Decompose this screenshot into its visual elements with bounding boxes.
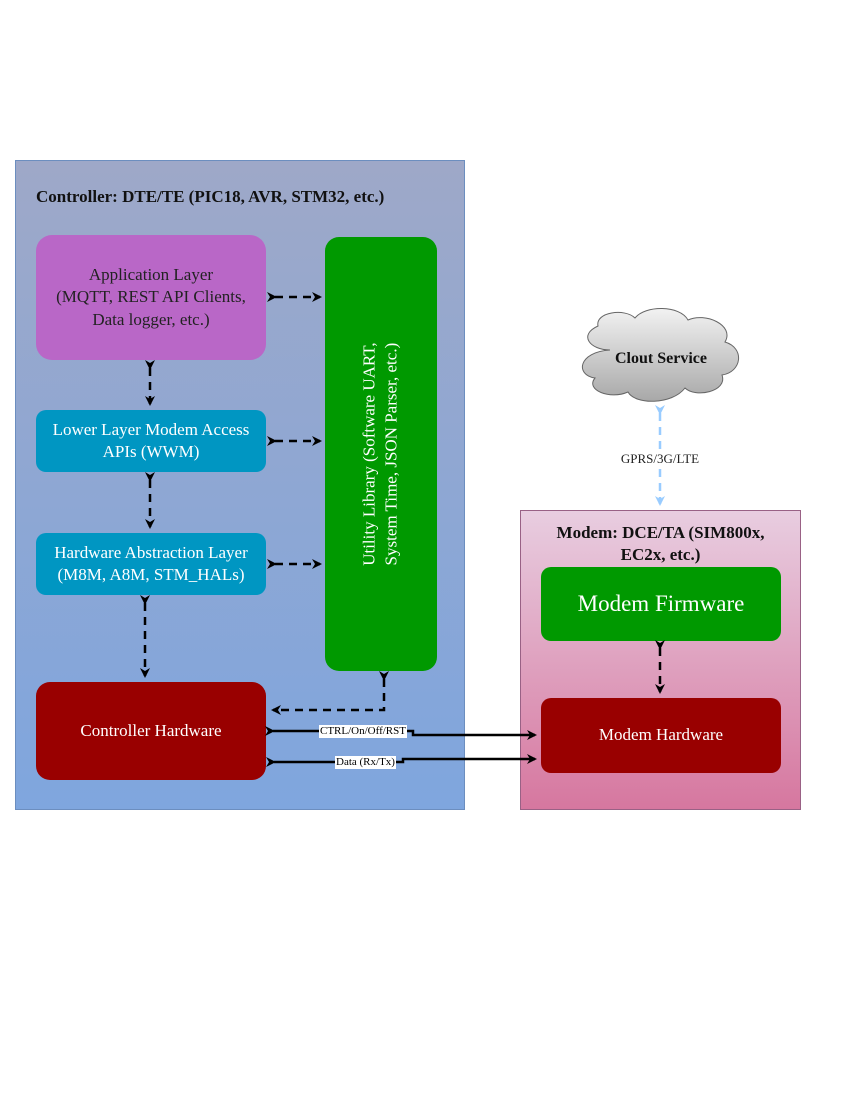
- utility-library-box[interactable]: Utility Library (Software UART, System T…: [325, 237, 437, 671]
- modem-access-api-line-1: Lower Layer Modem Access: [52, 419, 250, 439]
- modem-title: Modem: DCE/TA (SIM800x, EC2x, etc.): [520, 522, 801, 566]
- control-connector-label: CTRL/On/Off/RST: [319, 725, 407, 738]
- hal-line-1: Hardware Abstraction Layer: [54, 542, 248, 562]
- controller-hardware-label: Controller Hardware: [80, 720, 222, 740]
- application-layer-title: Application Layer: [88, 265, 214, 285]
- controller-hardware-box[interactable]: Controller Hardware: [36, 682, 266, 780]
- application-layer-detail-1: (MQTT, REST API Clients,: [56, 287, 246, 307]
- modem-hardware-box[interactable]: Modem Hardware: [541, 698, 781, 773]
- network-label: GPRS/3G/LTE: [600, 451, 720, 467]
- utility-hardware-connector: [271, 671, 389, 715]
- data-connector: [266, 754, 537, 767]
- modem-hardware-label: Modem Hardware: [598, 725, 724, 745]
- modem-title-line-2: EC2x, etc.): [620, 545, 701, 565]
- data-connector-label: Data (Rx/Tx): [335, 756, 396, 769]
- application-layer-detail-2: Data logger, etc.): [92, 309, 210, 329]
- application-layer-box[interactable]: Application Layer (MQTT, REST API Client…: [36, 235, 266, 360]
- modem-firmware-box[interactable]: Modem Firmware: [541, 567, 781, 641]
- hal-box[interactable]: Hardware Abstraction Layer (M8M, A8M, ST…: [36, 533, 266, 595]
- modem-access-api-box[interactable]: Lower Layer Modem Access APIs (WWM): [36, 410, 266, 472]
- hal-line-2: (M8M, A8M, STM_HALs): [57, 565, 245, 584]
- cloud-service-label: Clout Service: [615, 350, 707, 367]
- controller-title: Controller: DTE/TE (PIC18, AVR, STM32, e…: [36, 187, 385, 206]
- modem-firmware-label: Modem Firmware: [577, 591, 745, 617]
- modem-title-line-1: Modem: DCE/TA (SIM800x,: [556, 523, 765, 542]
- cloud-service-shape[interactable]: [581, 308, 740, 402]
- modem-access-api-line-2: APIs (WWM): [102, 442, 200, 461]
